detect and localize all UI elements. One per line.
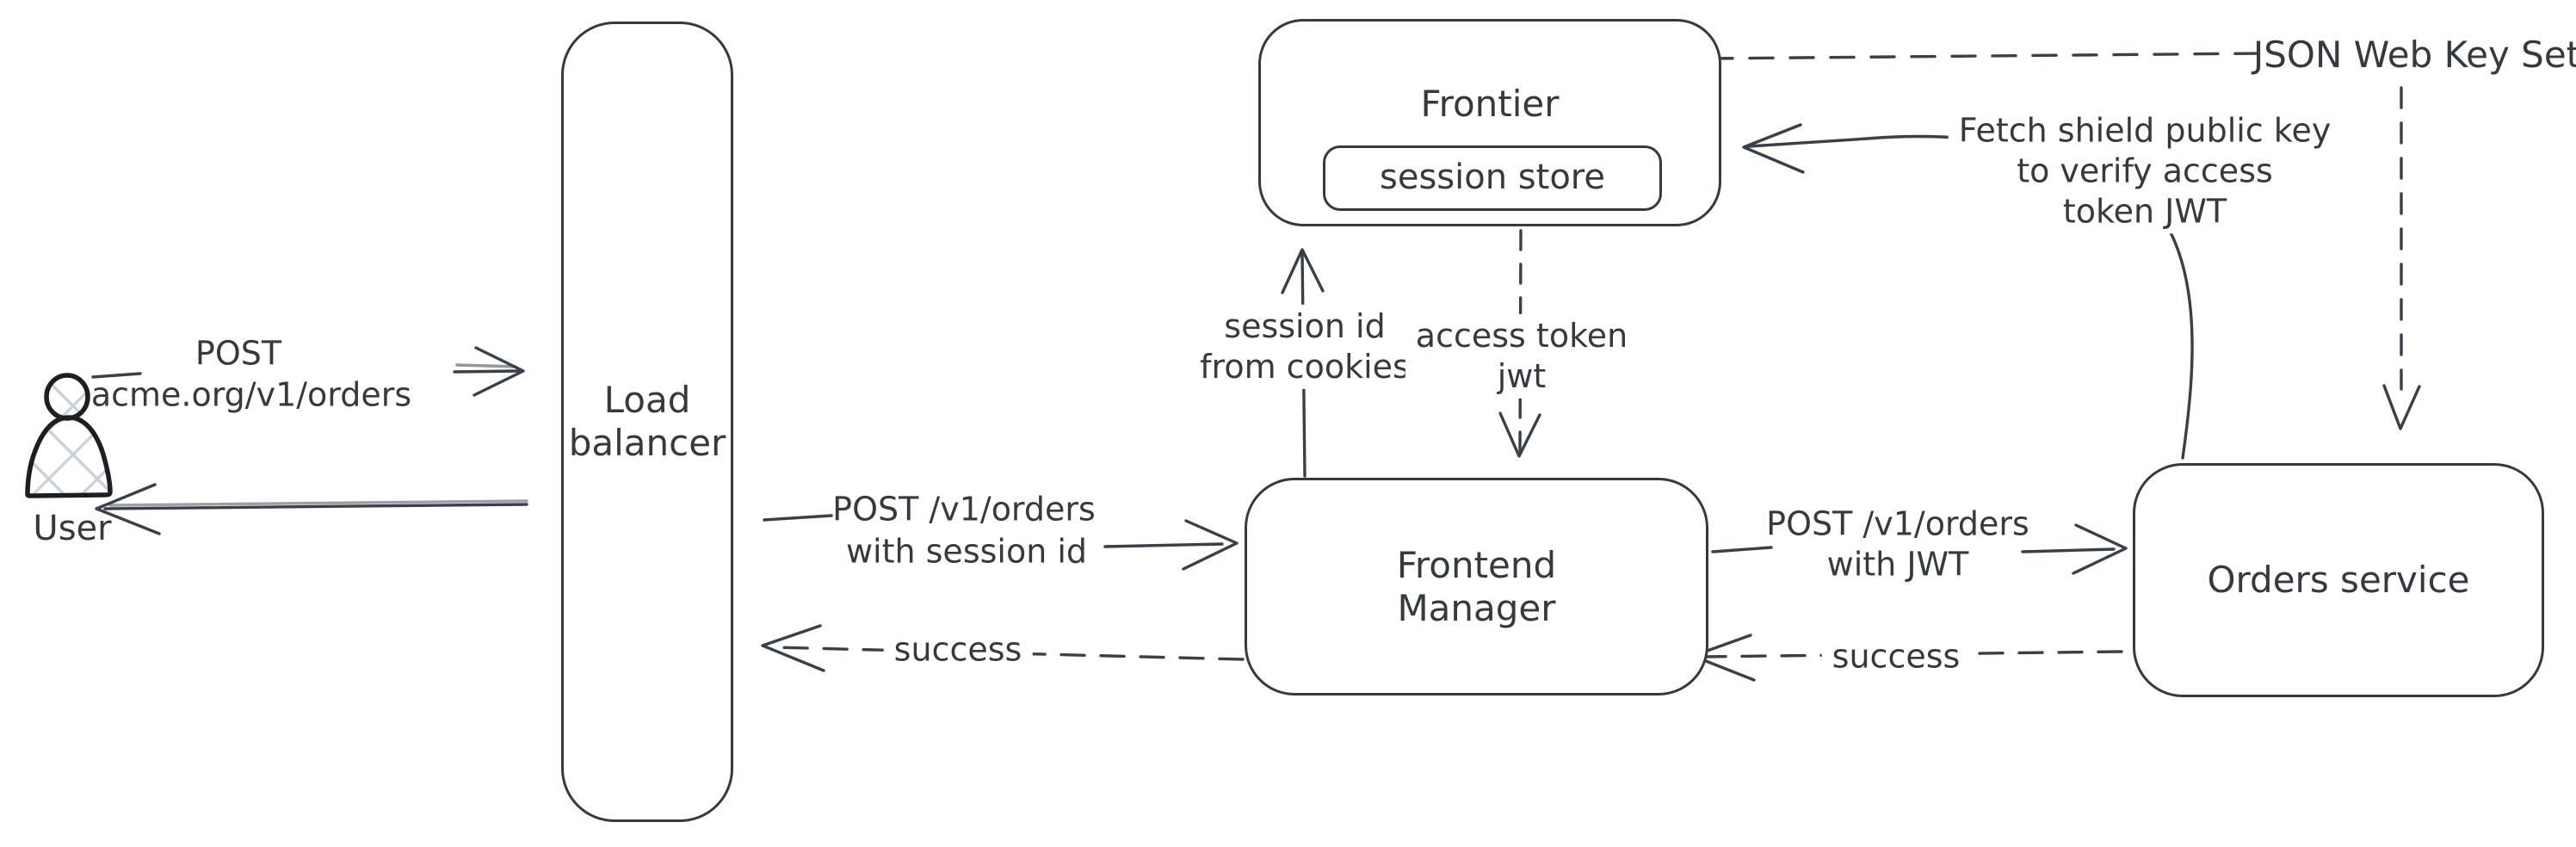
- edge-label-session-id: session id from cookies: [1189, 304, 1420, 390]
- user-figure: [25, 373, 113, 498]
- arrow-jwks-to-orders-service: [2382, 86, 2421, 430]
- edge-label-post-orders-line1: POST /v1/orders: [832, 490, 1096, 529]
- jwks-label: JSON Web Key Set: [2252, 33, 2576, 76]
- line-frontier-to-jwks: [1708, 52, 2264, 60]
- arrow-user-to-load-balancer: [91, 346, 525, 397]
- orders-service-box: Orders service: [2133, 463, 2544, 697]
- load-balancer-label: Load balancer: [568, 379, 726, 464]
- edge-label-post-line2: acme.org/v1/orders: [90, 375, 412, 414]
- arrow-lb-to-frontend-manager: [763, 514, 1239, 571]
- session-store-label: session store: [1380, 158, 1605, 198]
- frontier-label: Frontier: [1420, 83, 1560, 126]
- edge-label-post-jwt-line1: POST /v1/orders: [1766, 504, 2029, 543]
- frontend-manager-label: Frontend Manager: [1396, 543, 1557, 629]
- frontier-box: Frontier session store: [1258, 19, 1721, 226]
- frontend-manager-box: Frontend Manager: [1245, 478, 1708, 696]
- edge-label-success-right: success: [1821, 634, 1971, 679]
- session-store-box: session store: [1323, 145, 1662, 211]
- user-icon: [25, 373, 113, 498]
- edge-label-post-line1: POST: [195, 334, 282, 373]
- edge-label-success-left: success: [883, 628, 1033, 672]
- edge-label-post-jwt-line2: with JWT: [1826, 545, 1969, 584]
- arrow-fm-to-orders-service: [1711, 523, 2128, 575]
- orders-service-label: Orders service: [2207, 559, 2470, 602]
- user-label: User: [33, 509, 112, 549]
- edge-label-access-token: access token jwt: [1405, 313, 1639, 399]
- arrow-frontend-manager-to-lb-success: [761, 624, 1245, 672]
- edge-label-post-orders-line2: with session id: [845, 532, 1088, 571]
- arrow-load-balancer-to-user: [95, 483, 528, 535]
- load-balancer-box: Load balancer: [561, 22, 733, 822]
- fetch-key-label: Fetch shield public key to verify access…: [1948, 108, 2342, 234]
